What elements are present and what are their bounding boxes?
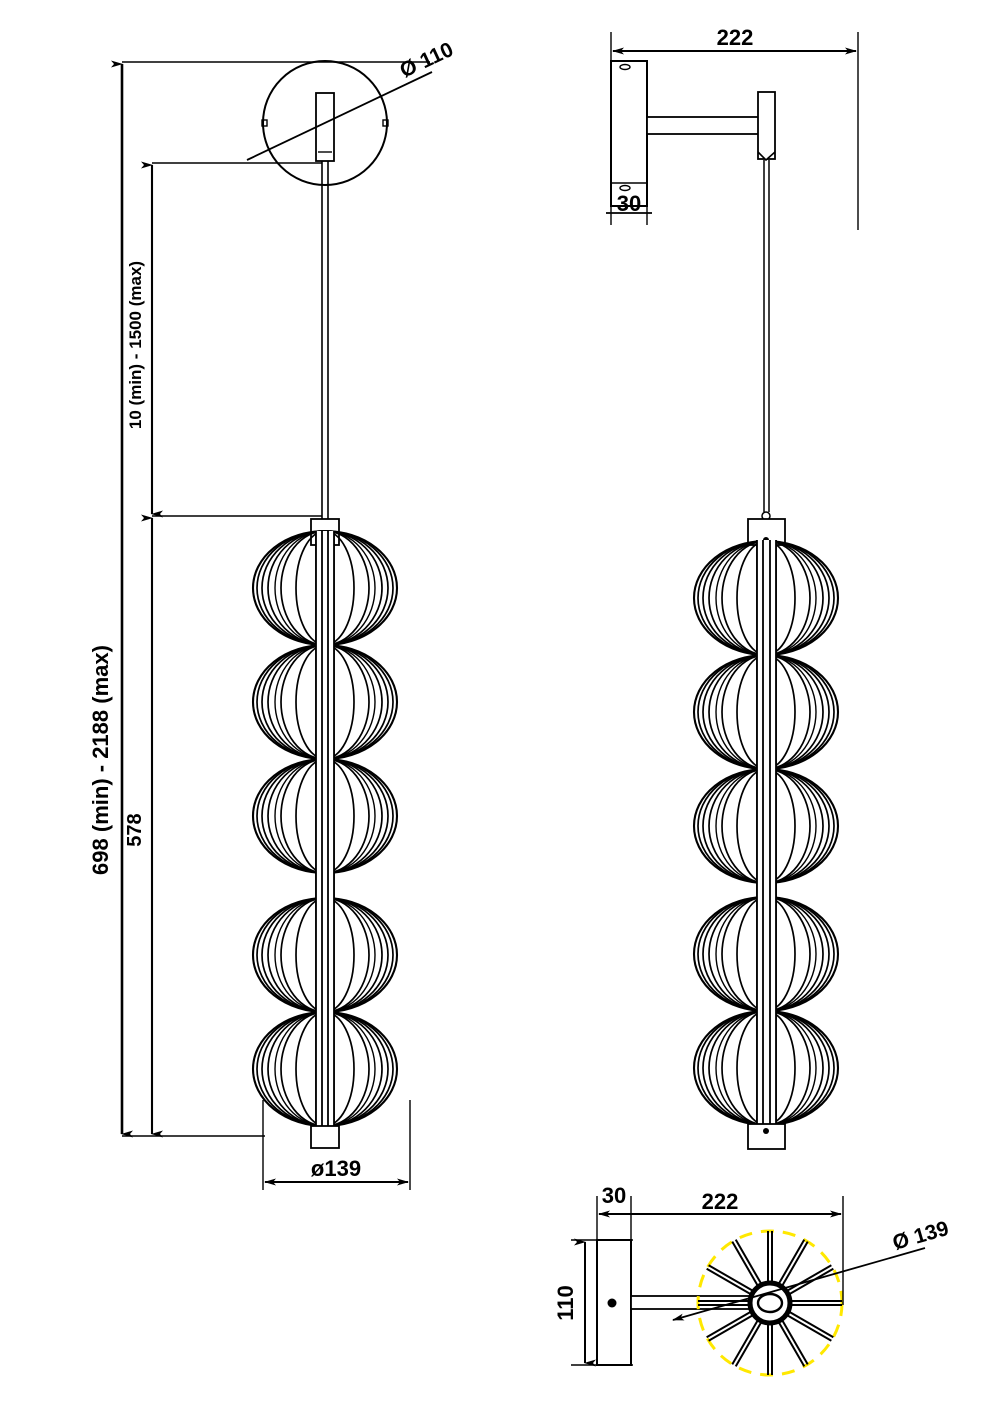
plan-diameter-leader <box>672 1247 926 1321</box>
canopy-lug-right <box>382 119 389 127</box>
bracket-depth-bottom-label: 30 <box>602 1183 626 1208</box>
shade-bottom-cap <box>310 1125 340 1149</box>
plan-spokes <box>698 1231 842 1375</box>
arm-projection-bottom-label: 222 <box>702 1189 739 1214</box>
arm-end-taper <box>757 151 776 162</box>
total-height-label: 698 (min) - 2188 (max) <box>88 645 113 875</box>
side-tube-mask <box>757 540 776 1125</box>
center-tube-mask <box>316 531 334 1127</box>
bottom-plan-detail-view: Ø 139 222 30 110 <box>553 1183 951 1377</box>
wall-bracket-plate <box>610 60 648 207</box>
shade-column-label: 578 <box>124 813 146 846</box>
plan-hub-inner <box>756 1292 784 1314</box>
arm-end-block <box>757 91 776 160</box>
side-elevation-view: 222 30 <box>606 25 859 1150</box>
side-shade-bottom-cap <box>747 1123 786 1150</box>
bracket-screw-top <box>619 63 631 71</box>
plan-plate-hole <box>607 1298 617 1308</box>
canopy-connector <box>315 92 335 162</box>
bracket-height-label: 110 <box>553 1285 578 1321</box>
suspension-label: 10 (min) - 1500 (max) <box>126 261 145 429</box>
canopy-diameter-leader <box>246 71 433 161</box>
shade-outline-highlight-circle <box>696 1229 844 1377</box>
bracket-depth-top-label: 30 <box>617 191 641 216</box>
arm-projection-top-label: 222 <box>717 25 754 50</box>
canopy-lug-left <box>261 119 268 127</box>
canopy-diameter-label: Ø 110 <box>396 38 457 83</box>
horizontal-arm <box>646 116 760 135</box>
side-bottom-screw <box>763 1128 769 1134</box>
shade-diameter-label: ø139 <box>311 1156 361 1181</box>
front-elevation-view: Ø 110 698 (min) - 2188 (max) <box>88 38 457 1190</box>
bracket-screw-bottom <box>619 184 631 192</box>
